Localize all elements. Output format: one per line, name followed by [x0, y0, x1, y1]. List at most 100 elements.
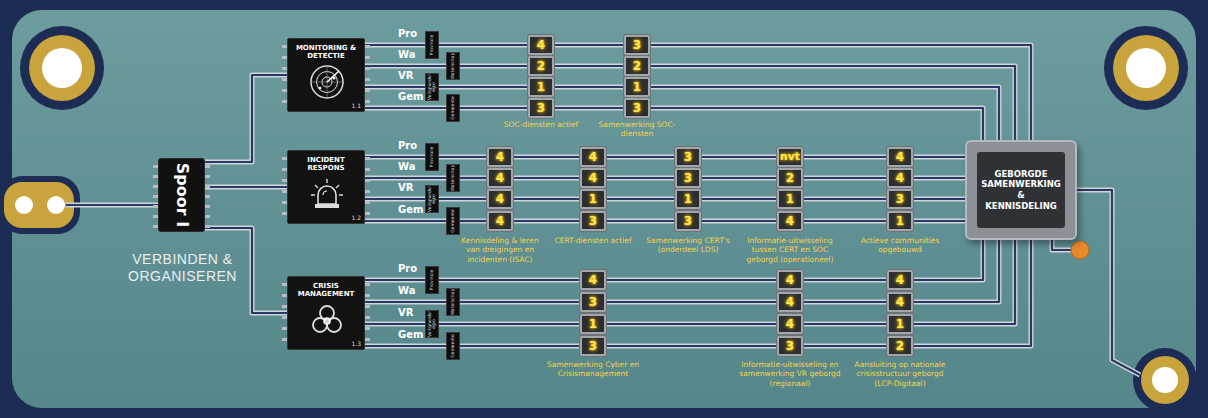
chip-label: Waterschap: [447, 288, 459, 316]
score-chip: 3: [528, 98, 554, 118]
row-label: Gem: [398, 204, 423, 216]
circuit-trace: [365, 302, 446, 303]
score-chip: 1: [580, 314, 606, 334]
trace-core: [913, 198, 965, 200]
score-chip: 2: [528, 56, 554, 76]
score-chip: 4: [777, 211, 803, 231]
circuit-trace: [365, 346, 446, 347]
chip-pin: [205, 195, 210, 198]
trace-core: [803, 177, 887, 179]
organisation-chip: Waterschap: [446, 288, 460, 316]
score-chip: 4: [487, 211, 513, 231]
circuit-trace: [913, 240, 983, 280]
trace-outline: [606, 197, 675, 202]
chip-pin: [365, 201, 370, 204]
chip-pin: [282, 67, 287, 70]
caption: Informatie-uitwisseling tussen CERT en S…: [744, 236, 836, 264]
trace-core: [606, 301, 777, 303]
chip-pin: [365, 327, 370, 330]
chip-label: 1: [589, 193, 597, 205]
trace-core: [606, 279, 777, 281]
chip-pin: [153, 165, 158, 168]
circuit-trace: [513, 221, 580, 222]
organisation-chip: Gemeente: [446, 332, 460, 360]
circuit-trace: [513, 178, 580, 179]
circuit-trace: [701, 157, 777, 158]
chip-pin: [365, 168, 370, 171]
trace-outline: [554, 85, 624, 90]
chip-label: CRISIS MANAGEMENT: [288, 277, 364, 298]
chip-pin: [282, 179, 287, 182]
trace-core: [913, 240, 999, 302]
score-chip: 4: [887, 168, 913, 188]
chip-pin: [282, 78, 287, 81]
circuit-trace: [606, 324, 777, 325]
chip-label: Veiligheidsregio: [426, 73, 438, 101]
row-label: Pro: [398, 140, 417, 152]
trace-core: [365, 220, 446, 222]
circuit-trace: [365, 157, 425, 158]
trace-outline: [365, 106, 446, 111]
trace-outline: [205, 75, 287, 162]
chip-pin: [282, 294, 287, 297]
trace-core: [439, 323, 580, 325]
trace-outline: [701, 155, 777, 160]
organisation-chip: Waterschap: [446, 52, 460, 80]
trace-core: [701, 220, 777, 222]
circuit-trace: [205, 75, 287, 162]
chip-pin: [365, 305, 370, 308]
circuit-trace: [606, 346, 777, 347]
score-chip: 4: [580, 168, 606, 188]
row-label: VR: [398, 307, 413, 319]
circuit-trace: [554, 87, 624, 88]
trace-outline: [460, 219, 487, 224]
trace-outline: [803, 344, 887, 349]
trace-outline: [439, 322, 580, 327]
circuit-trace: [365, 199, 425, 200]
chip-label: 3: [684, 172, 692, 184]
organisation-chip: Gemeente: [446, 94, 460, 122]
circuit-trace: [803, 199, 887, 200]
chip-pin: [282, 157, 287, 160]
score-chip: 1: [675, 189, 701, 209]
trace-core: [365, 86, 425, 88]
chip-label: 3: [589, 340, 597, 352]
chip-pin: [205, 165, 210, 168]
trace-outline: [365, 219, 446, 224]
chip-label: 3: [589, 215, 597, 227]
organisation-chip: Veiligheidsregio: [425, 73, 439, 101]
trace-core: [439, 198, 487, 200]
score-chip: 2: [777, 168, 803, 188]
chip-pin: [365, 316, 370, 319]
chip-label: 3: [537, 102, 545, 114]
chip-pin: [282, 89, 287, 92]
row-label: Pro: [398, 28, 417, 40]
trace-core: [606, 156, 675, 158]
chip-label: Spoor I: [172, 163, 191, 227]
trace-outline: [606, 322, 777, 327]
caption: Samenwerking CERT's (onderdeel LDS): [642, 236, 734, 255]
chip-label: 1: [589, 318, 597, 330]
chip-pin: [365, 190, 370, 193]
chip-inner: GEBORGDE SAMENWERKING & KENNISDELING: [977, 152, 1065, 228]
chip-pin: [282, 100, 287, 103]
chip-pin: [365, 294, 370, 297]
mounting-hole: [1104, 26, 1188, 110]
chip-label: 3: [633, 102, 641, 114]
trace-core: [701, 156, 777, 158]
chip-label: 1: [537, 81, 545, 93]
mounting-hole: [1133, 348, 1197, 412]
score-chip: 4: [887, 292, 913, 312]
trace-outline: [606, 278, 777, 283]
score-chip: 4: [487, 147, 513, 167]
organisation-chip: Provincie: [425, 143, 439, 171]
trace-core: [365, 279, 425, 281]
chip-label: 4: [589, 172, 597, 184]
chip-label: 3: [684, 151, 692, 163]
chip-label: Veiligheidsregio: [426, 185, 438, 213]
chip-label: 4: [786, 318, 794, 330]
trace-core: [650, 108, 983, 140]
score-chip: 4: [887, 270, 913, 290]
score-chip: 3: [624, 98, 650, 118]
